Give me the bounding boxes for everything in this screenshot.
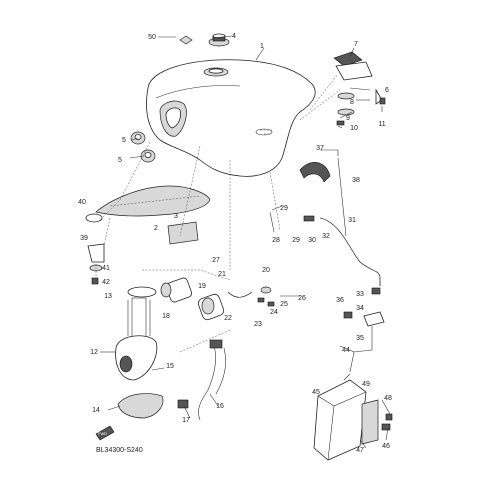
- fuel-pump: [115, 286, 158, 381]
- part-number-44[interactable]: 44: [342, 347, 350, 354]
- forward-marker: FWD: [95, 425, 115, 441]
- part-number-10[interactable]: 10: [350, 125, 358, 132]
- part-number-48[interactable]: 48: [384, 395, 392, 402]
- part-number-24[interactable]: 24: [270, 309, 278, 316]
- part-number-30[interactable]: 30: [308, 237, 316, 244]
- part-number-14[interactable]: 14: [92, 407, 100, 414]
- part-number-41[interactable]: 41: [102, 265, 110, 272]
- part-number-4[interactable]: 4: [232, 33, 236, 40]
- hose-group: [227, 286, 300, 307]
- part-number-7[interactable]: 7: [354, 41, 358, 48]
- pump-19: [197, 293, 225, 321]
- part-number-23[interactable]: 23: [254, 321, 262, 328]
- part-number-40[interactable]: 40: [78, 199, 86, 206]
- part-number-11[interactable]: 11: [378, 121, 385, 128]
- part-number-33[interactable]: 33: [356, 291, 364, 298]
- harness: [177, 339, 226, 421]
- bracket-assembly: [333, 51, 386, 126]
- filter-18: [160, 277, 193, 303]
- canister: [313, 379, 393, 461]
- diagram-code: BL34300-S240: [96, 447, 143, 454]
- part-number-21[interactable]: 21: [218, 271, 226, 278]
- grommet-lower: [140, 149, 156, 163]
- part-number-50[interactable]: 50: [148, 34, 156, 41]
- part-number-47[interactable]: 47: [356, 447, 364, 454]
- part-number-36[interactable]: 36: [336, 297, 344, 304]
- valve-assembly: [343, 287, 385, 373]
- filter-cover: [117, 393, 164, 419]
- part-number-42[interactable]: 42: [102, 279, 110, 286]
- tie-and-cover: [299, 157, 347, 237]
- emblem-50: [179, 35, 193, 45]
- part-number-2[interactable]: 2: [154, 225, 158, 232]
- part-number-27[interactable]: 27: [212, 257, 220, 264]
- part-number-13[interactable]: 13: [104, 293, 112, 300]
- leader-lines: [95, 35, 391, 449]
- part-number-17[interactable]: 17: [182, 417, 190, 424]
- fuel-tank: [146, 59, 316, 177]
- part-number-26[interactable]: 26: [298, 295, 306, 302]
- part-number-38[interactable]: 38: [352, 177, 360, 184]
- part-labels: 1234556789101112131415161718192021222324…: [78, 33, 392, 454]
- part-number-37[interactable]: 37: [316, 145, 324, 152]
- part-number-25[interactable]: 25: [280, 301, 288, 308]
- part-number-34[interactable]: 34: [356, 305, 364, 312]
- part-number-16[interactable]: 16: [216, 403, 224, 410]
- part-number-1[interactable]: 1: [260, 43, 264, 50]
- part-number-31[interactable]: 31: [348, 217, 356, 224]
- part-number-12[interactable]: 12: [90, 349, 98, 356]
- tank-panel: [95, 185, 211, 217]
- part-number-28[interactable]: 28: [272, 237, 280, 244]
- part-number-29[interactable]: 29: [280, 205, 288, 212]
- part-number-20[interactable]: 20: [262, 267, 270, 274]
- left-fittings: [85, 213, 105, 285]
- part-number-39[interactable]: 39: [80, 235, 88, 242]
- part-number-49[interactable]: 49: [362, 381, 370, 388]
- part-number-22[interactable]: 22: [224, 315, 232, 322]
- part-number-9[interactable]: 9: [346, 115, 350, 122]
- part-number-19[interactable]: 19: [198, 283, 206, 290]
- part-number-29[interactable]: 29: [292, 237, 300, 244]
- part-number-5[interactable]: 5: [118, 157, 122, 164]
- fuel-cap: [208, 33, 230, 47]
- part-number-45[interactable]: 45: [312, 389, 320, 396]
- pad-3: [167, 221, 199, 245]
- part-number-15[interactable]: 15: [166, 363, 174, 370]
- breather-hoses: [269, 211, 381, 286]
- part-number-5[interactable]: 5: [122, 137, 126, 144]
- part-number-46[interactable]: 46: [382, 443, 390, 450]
- part-number-8[interactable]: 8: [350, 99, 354, 106]
- part-number-32[interactable]: 32: [322, 233, 330, 240]
- part-number-35[interactable]: 35: [356, 335, 364, 342]
- part-number-6[interactable]: 6: [385, 87, 389, 94]
- part-number-3[interactable]: 3: [174, 213, 178, 220]
- forward-marker-label: FWD: [98, 431, 107, 436]
- part-number-18[interactable]: 18: [162, 313, 170, 320]
